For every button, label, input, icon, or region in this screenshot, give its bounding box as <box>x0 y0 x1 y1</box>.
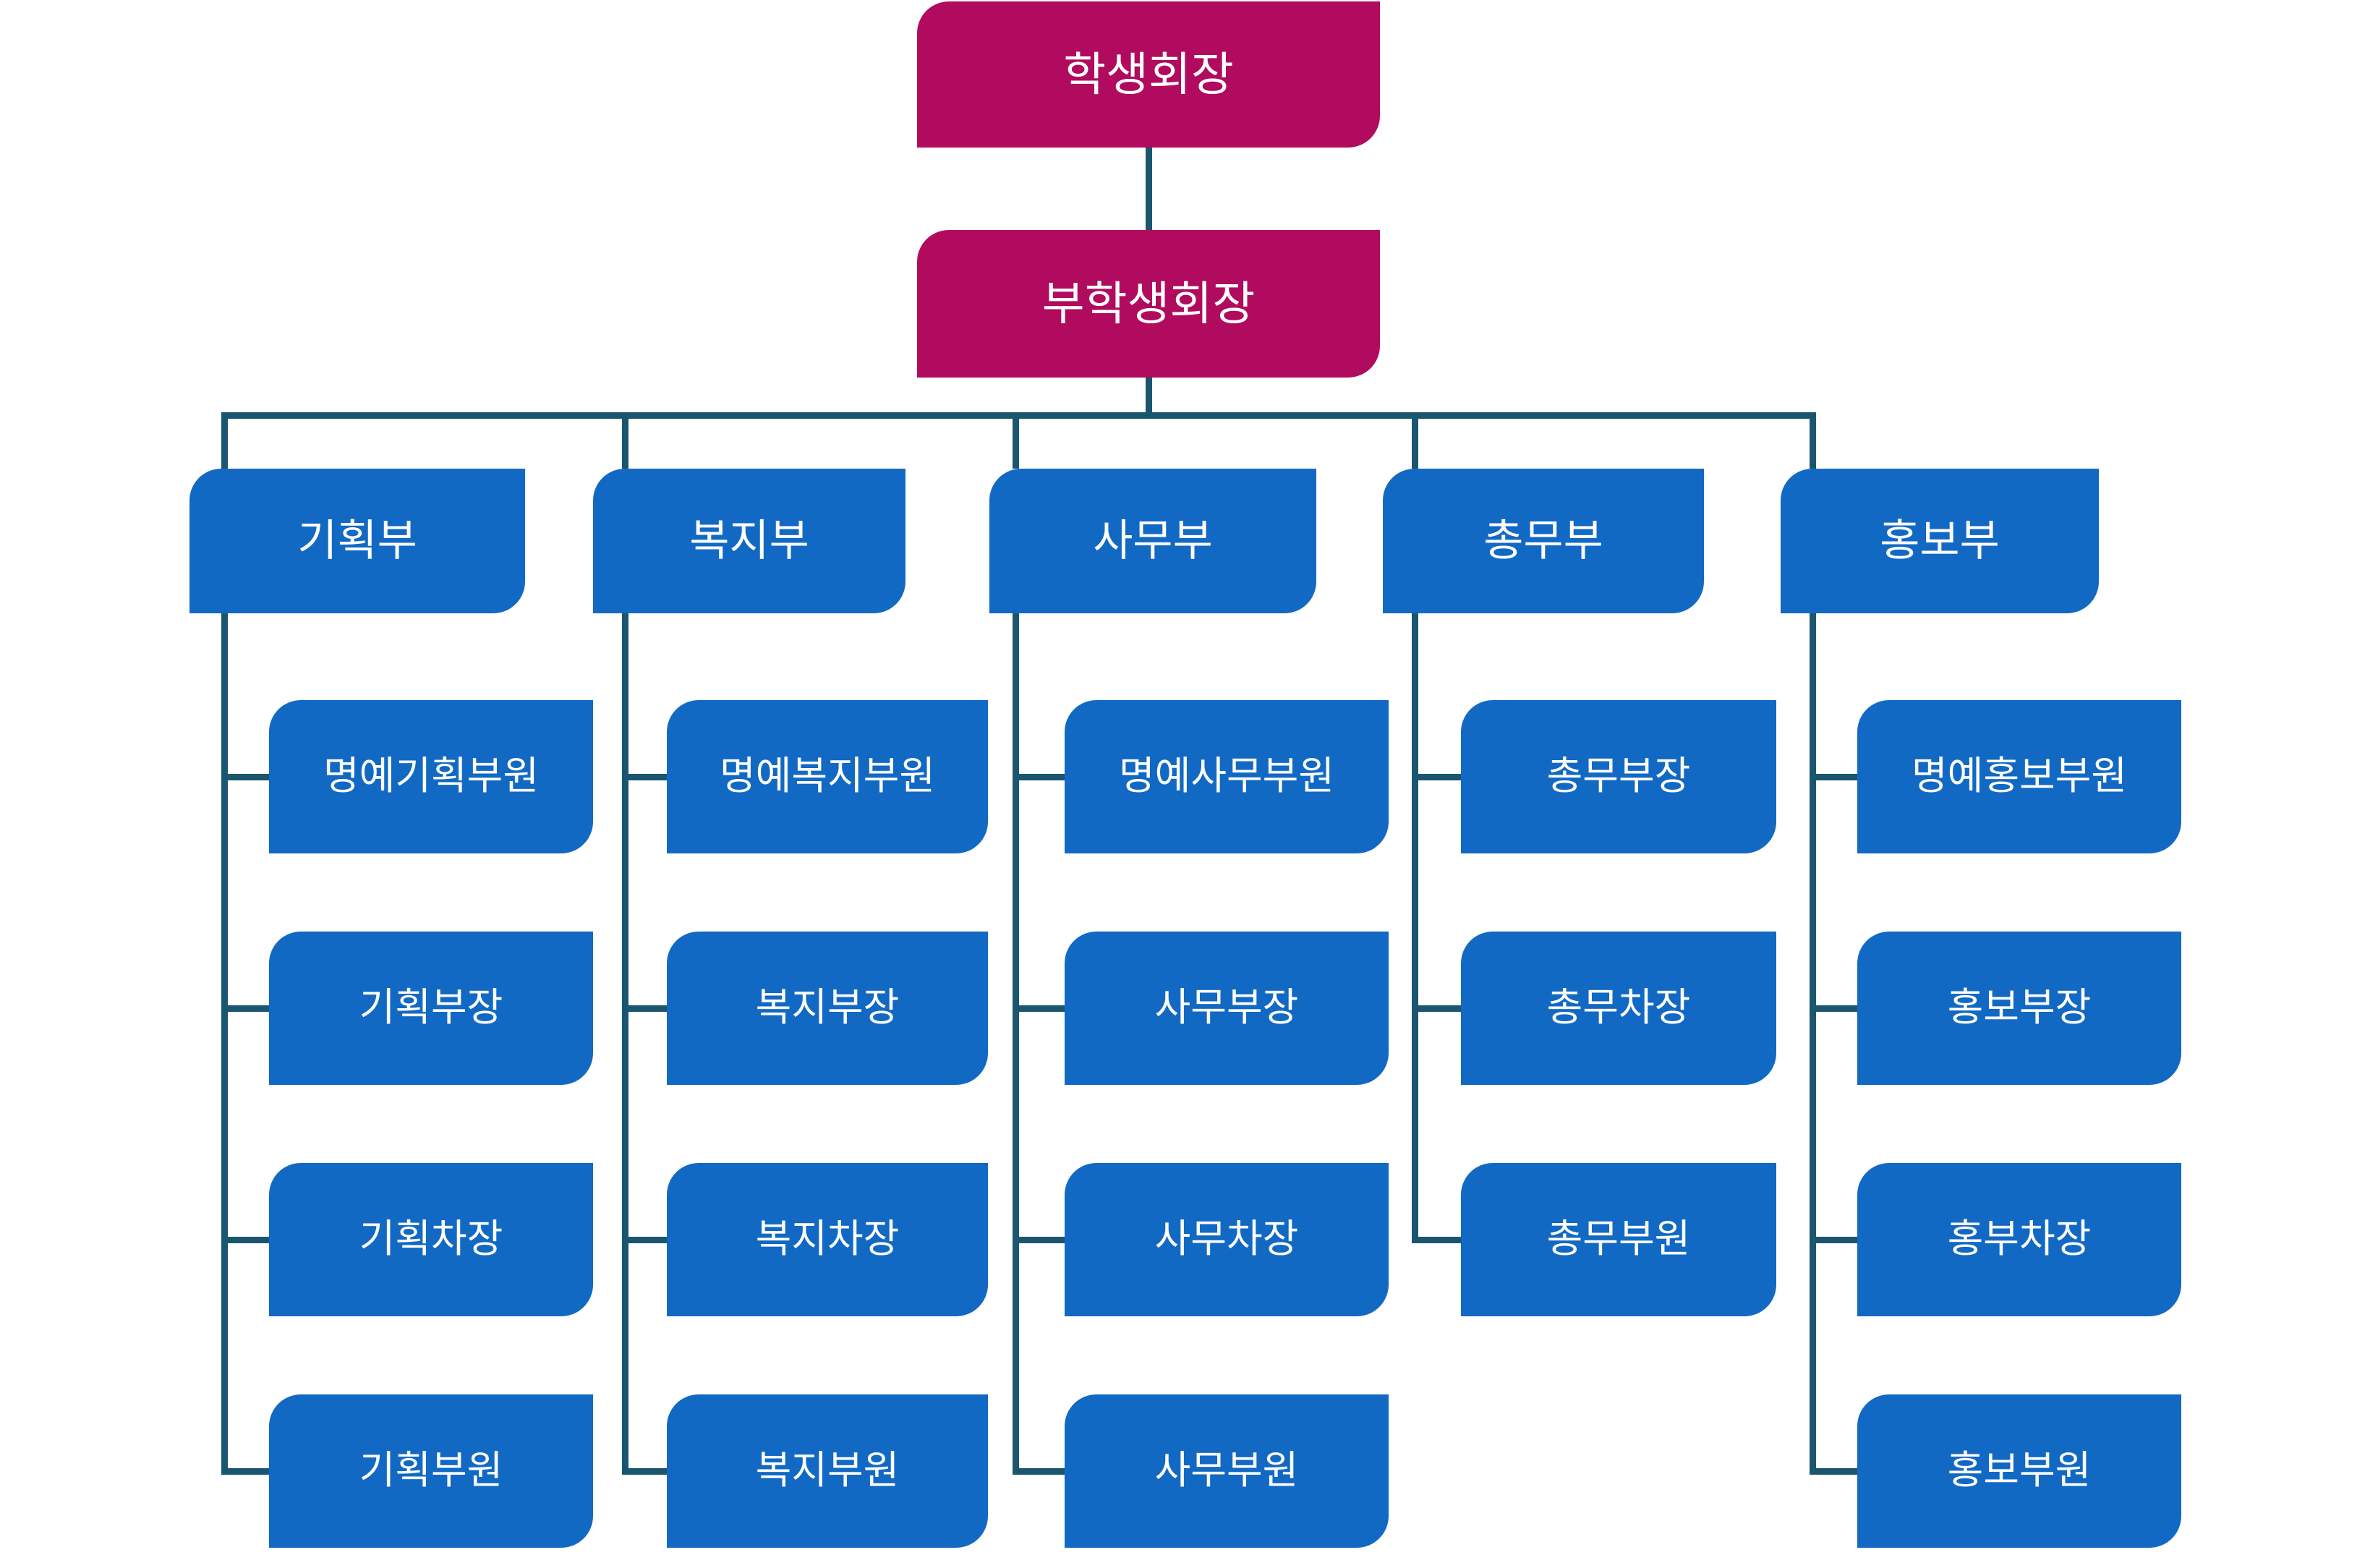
vice-president-box-label: 부학생회장 <box>1041 277 1256 330</box>
child-box-5-4[interactable]: 홍보부원 <box>1857 1394 2181 1548</box>
child-box-3-3[interactable]: 사무차장 <box>1065 1163 1389 1316</box>
department-box-1-label: 기획부 <box>297 516 417 565</box>
connector-stub-4-1 <box>1411 773 1461 780</box>
connector-stub-3-3 <box>1012 1236 1065 1243</box>
child-box-1-1[interactable]: 명예기획부원 <box>269 700 593 853</box>
child-box-3-3-label: 사무차장 <box>1154 1217 1299 1261</box>
department-box-3[interactable]: 사무부 <box>989 469 1316 613</box>
connector-stub-4-3 <box>1411 1236 1461 1243</box>
child-box-1-3-label: 기획차장 <box>359 1217 503 1261</box>
connector-spine-3 <box>1012 613 1019 1475</box>
child-box-1-2-label: 기획부장 <box>359 986 503 1030</box>
child-box-2-1[interactable]: 명예복지부원 <box>667 700 988 853</box>
child-box-3-2[interactable]: 사무부장 <box>1065 932 1389 1085</box>
connector-bus-to-department-2 <box>621 412 628 469</box>
connector-stub-2-1 <box>621 773 667 780</box>
child-box-4-2-label: 총무차장 <box>1546 986 1691 1030</box>
connector-president-to-vice <box>1145 148 1152 230</box>
child-box-2-4[interactable]: 복지부원 <box>667 1394 988 1548</box>
connector-spine-4 <box>1411 613 1418 1243</box>
connector-bus-to-department-1 <box>221 412 228 469</box>
department-box-5[interactable]: 홍보부 <box>1781 469 2099 613</box>
connector-stub-5-1 <box>1809 773 1857 780</box>
child-box-2-2[interactable]: 복지부장 <box>667 932 988 1085</box>
connector-stub-2-3 <box>621 1236 667 1243</box>
department-box-2[interactable]: 복지부 <box>593 469 905 613</box>
child-box-5-3[interactable]: 홍부차장 <box>1857 1163 2181 1316</box>
child-box-3-1[interactable]: 명예사무부원 <box>1065 700 1389 853</box>
child-box-5-1[interactable]: 명예홍보부원 <box>1857 700 2181 853</box>
connector-stub-1-4 <box>221 1467 269 1475</box>
child-box-2-3-label: 복지차장 <box>755 1217 900 1261</box>
department-box-3-label: 사무부 <box>1093 516 1213 565</box>
child-box-4-1[interactable]: 총무부장 <box>1461 700 1776 853</box>
child-box-1-4-label: 기획부원 <box>359 1449 503 1493</box>
child-box-1-2[interactable]: 기획부장 <box>269 932 593 1085</box>
department-box-5-label: 홍보부 <box>1880 516 2000 565</box>
child-box-2-1-label: 명예복지부원 <box>719 754 936 798</box>
child-box-4-3[interactable]: 총무부원 <box>1461 1163 1776 1316</box>
connector-spine-1 <box>221 613 228 1475</box>
child-box-3-4[interactable]: 사무부원 <box>1065 1394 1389 1548</box>
connector-stub-1-3 <box>221 1236 269 1243</box>
child-box-3-1-label: 명예사무부원 <box>1118 754 1335 798</box>
vice-president-box[interactable]: 부학생회장 <box>917 230 1380 378</box>
department-box-1[interactable]: 기획부 <box>189 469 525 613</box>
child-box-2-2-label: 복지부장 <box>755 986 900 1030</box>
child-box-1-1-label: 명예기획부원 <box>323 754 540 798</box>
child-box-2-3[interactable]: 복지차장 <box>667 1163 988 1316</box>
child-box-2-4-label: 복지부원 <box>755 1449 900 1493</box>
child-box-4-1-label: 총무부장 <box>1546 754 1691 798</box>
connector-stub-3-1 <box>1012 773 1065 780</box>
connector-stub-1-2 <box>221 1005 269 1012</box>
department-box-2-label: 복지부 <box>689 516 809 565</box>
connector-stub-2-4 <box>621 1467 667 1475</box>
child-box-5-2[interactable]: 홍보부장 <box>1857 932 2181 1085</box>
connector-spine-5 <box>1809 613 1816 1475</box>
connector-stub-3-4 <box>1012 1467 1065 1475</box>
connector-vice-to-bus <box>1145 378 1152 419</box>
child-box-5-4-label: 홍보부원 <box>1947 1449 2092 1493</box>
department-box-4-label: 총무부 <box>1483 516 1603 565</box>
connector-stub-3-2 <box>1012 1005 1065 1012</box>
connector-stub-4-2 <box>1411 1005 1461 1012</box>
connector-bus-to-department-5 <box>1809 412 1816 469</box>
child-box-3-2-label: 사무부장 <box>1154 986 1299 1030</box>
department-box-4[interactable]: 총무부 <box>1383 469 1704 613</box>
connector-bus-to-department-3 <box>1012 412 1019 469</box>
president-box[interactable]: 학생회장 <box>917 1 1380 148</box>
child-box-5-1-label: 명예홍보부원 <box>1911 754 2128 798</box>
connector-stub-5-4 <box>1809 1467 1857 1475</box>
connector-stub-5-2 <box>1809 1005 1857 1012</box>
president-box-label: 학생회장 <box>1063 48 1234 101</box>
child-box-5-3-label: 홍부차장 <box>1947 1217 2092 1261</box>
child-box-1-3[interactable]: 기획차장 <box>269 1163 593 1316</box>
connector-bus-to-department-4 <box>1411 412 1418 469</box>
connector-spine-2 <box>621 613 628 1475</box>
child-box-4-2[interactable]: 총무차장 <box>1461 932 1776 1085</box>
connector-stub-5-3 <box>1809 1236 1857 1243</box>
child-box-5-2-label: 홍보부장 <box>1947 986 2092 1030</box>
connector-stub-1-1 <box>221 773 269 780</box>
child-box-3-4-label: 사무부원 <box>1154 1449 1299 1493</box>
connector-stub-2-2 <box>621 1005 667 1012</box>
child-box-1-4[interactable]: 기획부원 <box>269 1394 593 1548</box>
child-box-4-3-label: 총무부원 <box>1546 1217 1691 1261</box>
